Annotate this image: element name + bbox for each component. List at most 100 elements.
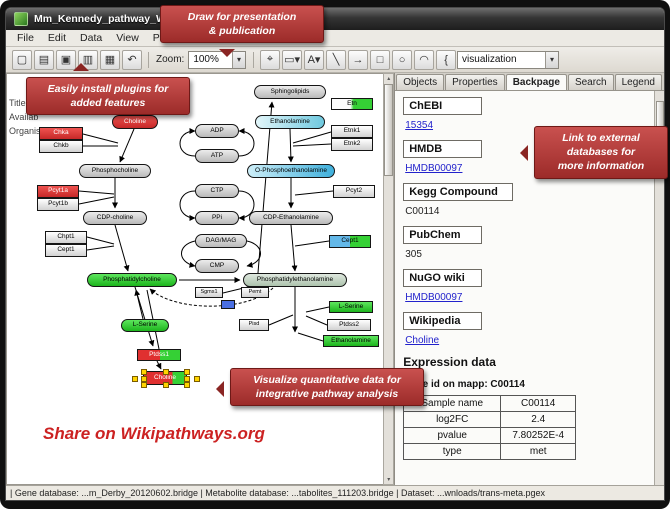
zoom-value: 100% bbox=[193, 54, 219, 65]
pathway-node[interactable]: PPi bbox=[195, 211, 239, 225]
scrollbar-thumb[interactable] bbox=[384, 84, 394, 176]
tab-properties[interactable]: Properties bbox=[445, 74, 505, 90]
pathway-node[interactable]: Chpt1 bbox=[45, 231, 87, 244]
selection-handle[interactable] bbox=[163, 369, 169, 375]
label-dropdown-icon[interactable]: A▾ bbox=[304, 49, 325, 70]
tab-search[interactable]: Search bbox=[567, 74, 614, 90]
copy-icon[interactable]: ▥ bbox=[78, 49, 98, 70]
new-file-icon[interactable]: ▢ bbox=[12, 49, 32, 70]
backpage-value-wikipedia[interactable]: Choline bbox=[405, 335, 440, 346]
share-text: Share on Wikipathways.org bbox=[43, 424, 265, 443]
scroll-down-icon[interactable]: ▾ bbox=[387, 477, 391, 483]
pathway-node[interactable]: Cept1 bbox=[329, 235, 371, 248]
datanode-dropdown-icon[interactable]: ▭▾ bbox=[282, 49, 303, 70]
menu-view[interactable]: View bbox=[116, 32, 139, 44]
selection-handle[interactable] bbox=[184, 382, 190, 388]
selection-handle[interactable] bbox=[141, 369, 147, 375]
selection-handle[interactable] bbox=[184, 369, 190, 375]
status-text: | Gene database: ...m_Derby_20120602.bri… bbox=[10, 488, 546, 498]
scroll-up-icon[interactable]: ▴ bbox=[387, 76, 391, 82]
brace-tool-icon[interactable]: { bbox=[436, 49, 457, 70]
pathway-node[interactable]: Etnk2 bbox=[331, 138, 373, 151]
app-window: Mm_Kennedy_pathway_WP1771_45176.gpml Fil… bbox=[6, 8, 664, 500]
pathway-node[interactable]: ADP bbox=[195, 124, 239, 138]
backpage-value-nugo[interactable]: HMDB00097 bbox=[405, 292, 463, 303]
pathway-node[interactable] bbox=[221, 300, 235, 309]
pathway-node[interactable]: Pemt bbox=[241, 287, 269, 298]
pathway-node[interactable]: Phosphocholine bbox=[79, 164, 151, 178]
pathway-node[interactable]: Pcyt2 bbox=[333, 185, 375, 198]
pathway-node[interactable]: Sgms1 bbox=[195, 287, 223, 298]
pathway-node[interactable]: Pisd bbox=[239, 319, 269, 331]
selection-handle[interactable] bbox=[194, 376, 200, 382]
backpage-header-chebi: ChEBI bbox=[403, 97, 483, 115]
table-cell: log2FC bbox=[403, 411, 502, 428]
pathway-node[interactable]: Choline bbox=[112, 115, 158, 129]
pathway-node[interactable]: O-Phosphoethanolamine bbox=[247, 164, 335, 178]
pathway-node[interactable]: Pcyt1a bbox=[37, 185, 79, 198]
oval-tool-icon[interactable]: ○ bbox=[392, 49, 413, 70]
pathway-node[interactable]: Chkb bbox=[39, 140, 83, 153]
selection-handle[interactable] bbox=[141, 382, 147, 388]
pathway-node[interactable]: CMP bbox=[195, 259, 239, 273]
tab-legend[interactable]: Legend bbox=[614, 74, 662, 90]
pathway-node[interactable]: Phosphatidylcholine bbox=[87, 273, 177, 287]
zoom-combobox[interactable]: 100% ▾ bbox=[188, 50, 247, 69]
zoom-dropdown-arrow-icon[interactable]: ▾ bbox=[232, 51, 246, 68]
paste-icon[interactable]: ▦ bbox=[100, 49, 120, 70]
scrollbar-thumb[interactable] bbox=[656, 101, 664, 173]
backpage-header-pubchem: PubChem bbox=[403, 226, 483, 244]
backpage-value-chebi[interactable]: 15354 bbox=[405, 120, 434, 131]
save-icon[interactable]: ▣ bbox=[56, 49, 76, 70]
pathway-node[interactable]: Etn bbox=[331, 98, 373, 110]
backpage-header-nugo: NuGO wiki bbox=[403, 269, 483, 287]
menu-bar: File Edit Data View Plugins Help bbox=[6, 30, 664, 47]
selection-tool-icon[interactable]: ⌖ bbox=[260, 49, 281, 70]
menu-data[interactable]: Data bbox=[80, 32, 103, 44]
menu-file[interactable]: File bbox=[17, 32, 34, 44]
pathway-node[interactable]: Ptdss2 bbox=[327, 319, 371, 331]
visualization-dropdown-arrow-icon[interactable]: ▾ bbox=[545, 51, 559, 68]
pathway-node[interactable]: L-Serine bbox=[121, 319, 169, 332]
rectangle-tool-icon[interactable]: □ bbox=[370, 49, 391, 70]
pathway-node[interactable]: Ethanolamine bbox=[323, 335, 379, 347]
pathway-node[interactable]: CTP bbox=[195, 184, 239, 198]
pathway-node[interactable]: Chka bbox=[39, 127, 83, 140]
menu-help[interactable]: Help bbox=[201, 32, 223, 44]
selection-handle[interactable] bbox=[163, 382, 169, 388]
backpage-value-hmdb[interactable]: HMDB00097 bbox=[405, 163, 463, 174]
pathway-node[interactable]: Cept1 bbox=[45, 244, 87, 257]
pathway-node[interactable]: Pcyt1b bbox=[37, 198, 79, 211]
sidebar-scrollbar[interactable] bbox=[654, 91, 664, 485]
pathway-node[interactable]: Sphingolipids bbox=[254, 85, 326, 99]
pathway-node[interactable]: Phosphatidylethanolamine bbox=[243, 273, 347, 287]
undo-icon[interactable]: ↶ bbox=[122, 49, 142, 70]
pathway-node[interactable]: L-Serine bbox=[329, 301, 373, 313]
tab-objects[interactable]: Objects bbox=[396, 74, 445, 90]
menu-plugins[interactable]: Plugins bbox=[152, 32, 188, 44]
table-row: log2FC 2.4 bbox=[403, 411, 577, 428]
open-file-icon[interactable]: ▤ bbox=[34, 49, 54, 70]
canvas-vertical-scrollbar[interactable]: ▴ ▾ bbox=[383, 73, 395, 485]
toolbar-separator bbox=[253, 51, 255, 68]
arc-tool-icon[interactable]: ◠ bbox=[414, 49, 435, 70]
pathway-node[interactable]: ATP bbox=[195, 149, 239, 163]
pathway-node[interactable]: Etnk1 bbox=[331, 125, 373, 138]
selection-handle[interactable] bbox=[141, 376, 147, 382]
selection-handle[interactable] bbox=[132, 376, 138, 382]
arrow-tool-icon[interactable]: → bbox=[348, 49, 369, 70]
line-tool-icon[interactable]: ╲ bbox=[326, 49, 347, 70]
visualization-combobox[interactable]: visualization ▾ bbox=[457, 50, 560, 69]
pathway-node[interactable]: Ptdss1 bbox=[137, 349, 181, 361]
menu-edit[interactable]: Edit bbox=[47, 32, 67, 44]
pathway-node[interactable]: DAG/MAG bbox=[195, 234, 247, 248]
table-cell: Sample name bbox=[403, 395, 502, 412]
pathway-node[interactable]: CDP-Ethanolamine bbox=[249, 211, 333, 225]
tab-backpage[interactable]: Backpage bbox=[505, 74, 567, 90]
pathway-node[interactable]: Ethanolamine bbox=[255, 115, 325, 129]
pathway-node[interactable]: Choline bbox=[132, 369, 200, 388]
pathway-node[interactable]: CDP-choline bbox=[83, 211, 147, 225]
selection-handle[interactable] bbox=[184, 376, 190, 382]
